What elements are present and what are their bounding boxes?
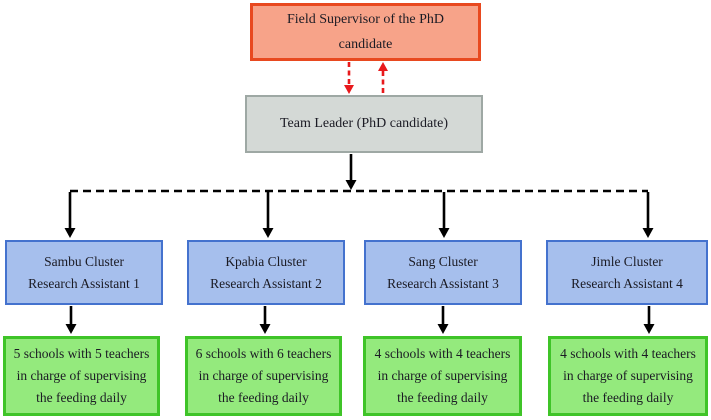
cluster-name: Sang Cluster bbox=[408, 253, 478, 269]
team-leader-label: Team Leader (PhD candidate) bbox=[279, 116, 449, 131]
schools-label: 4 schools with 4 teachers in charge of s… bbox=[374, 346, 511, 405]
cluster-role: Research Assistant 1 bbox=[28, 275, 140, 291]
cluster-role: Research Assistant 3 bbox=[387, 275, 499, 291]
cluster-box-sang: Sang Cluster Research Assistant 3 bbox=[364, 240, 522, 305]
feedback-arrow-up bbox=[378, 62, 388, 93]
cluster-name: Kpabia Cluster bbox=[225, 253, 307, 269]
schools-box-sang: 4 schools with 4 teachers in charge of s… bbox=[363, 336, 522, 416]
schools-box-sambu: 5 schools with 5 teachers in charge of s… bbox=[3, 336, 160, 416]
schools-label: 4 schools with 4 teachers in charge of s… bbox=[560, 346, 696, 405]
cluster-role: Research Assistant 2 bbox=[210, 275, 322, 291]
cluster-to-schools-arrows bbox=[65, 306, 655, 334]
schools-box-jimle: 4 schools with 4 teachers in charge of s… bbox=[548, 336, 708, 416]
team-leader-box: Team Leader (PhD candidate) bbox=[245, 95, 483, 153]
field-supervisor-label: Field Supervisor of the PhD candidate bbox=[286, 12, 445, 52]
schools-label: 6 schools with 6 teachers in charge of s… bbox=[195, 346, 332, 405]
schools-label: 5 schools with 5 teachers in charge of s… bbox=[13, 346, 150, 405]
field-supervisor-box: Field Supervisor of the PhD candidate bbox=[250, 3, 481, 61]
cluster-name: Jimle Cluster bbox=[591, 253, 663, 269]
cluster-name: Sambu Cluster bbox=[44, 253, 124, 269]
cluster-box-kpabia: Kpabia Cluster Research Assistant 2 bbox=[187, 240, 345, 305]
cluster-role: Research Assistant 4 bbox=[571, 275, 683, 291]
schools-box-kpabia: 6 schools with 6 teachers in charge of s… bbox=[185, 336, 342, 416]
cluster-box-jimle: Jimle Cluster Research Assistant 4 bbox=[546, 240, 708, 305]
line-to-cluster-arrows bbox=[64, 192, 654, 238]
feedback-arrow-down bbox=[344, 62, 354, 94]
cluster-box-sambu: Sambu Cluster Research Assistant 1 bbox=[5, 240, 163, 305]
leader-to-line-arrow bbox=[345, 154, 357, 190]
